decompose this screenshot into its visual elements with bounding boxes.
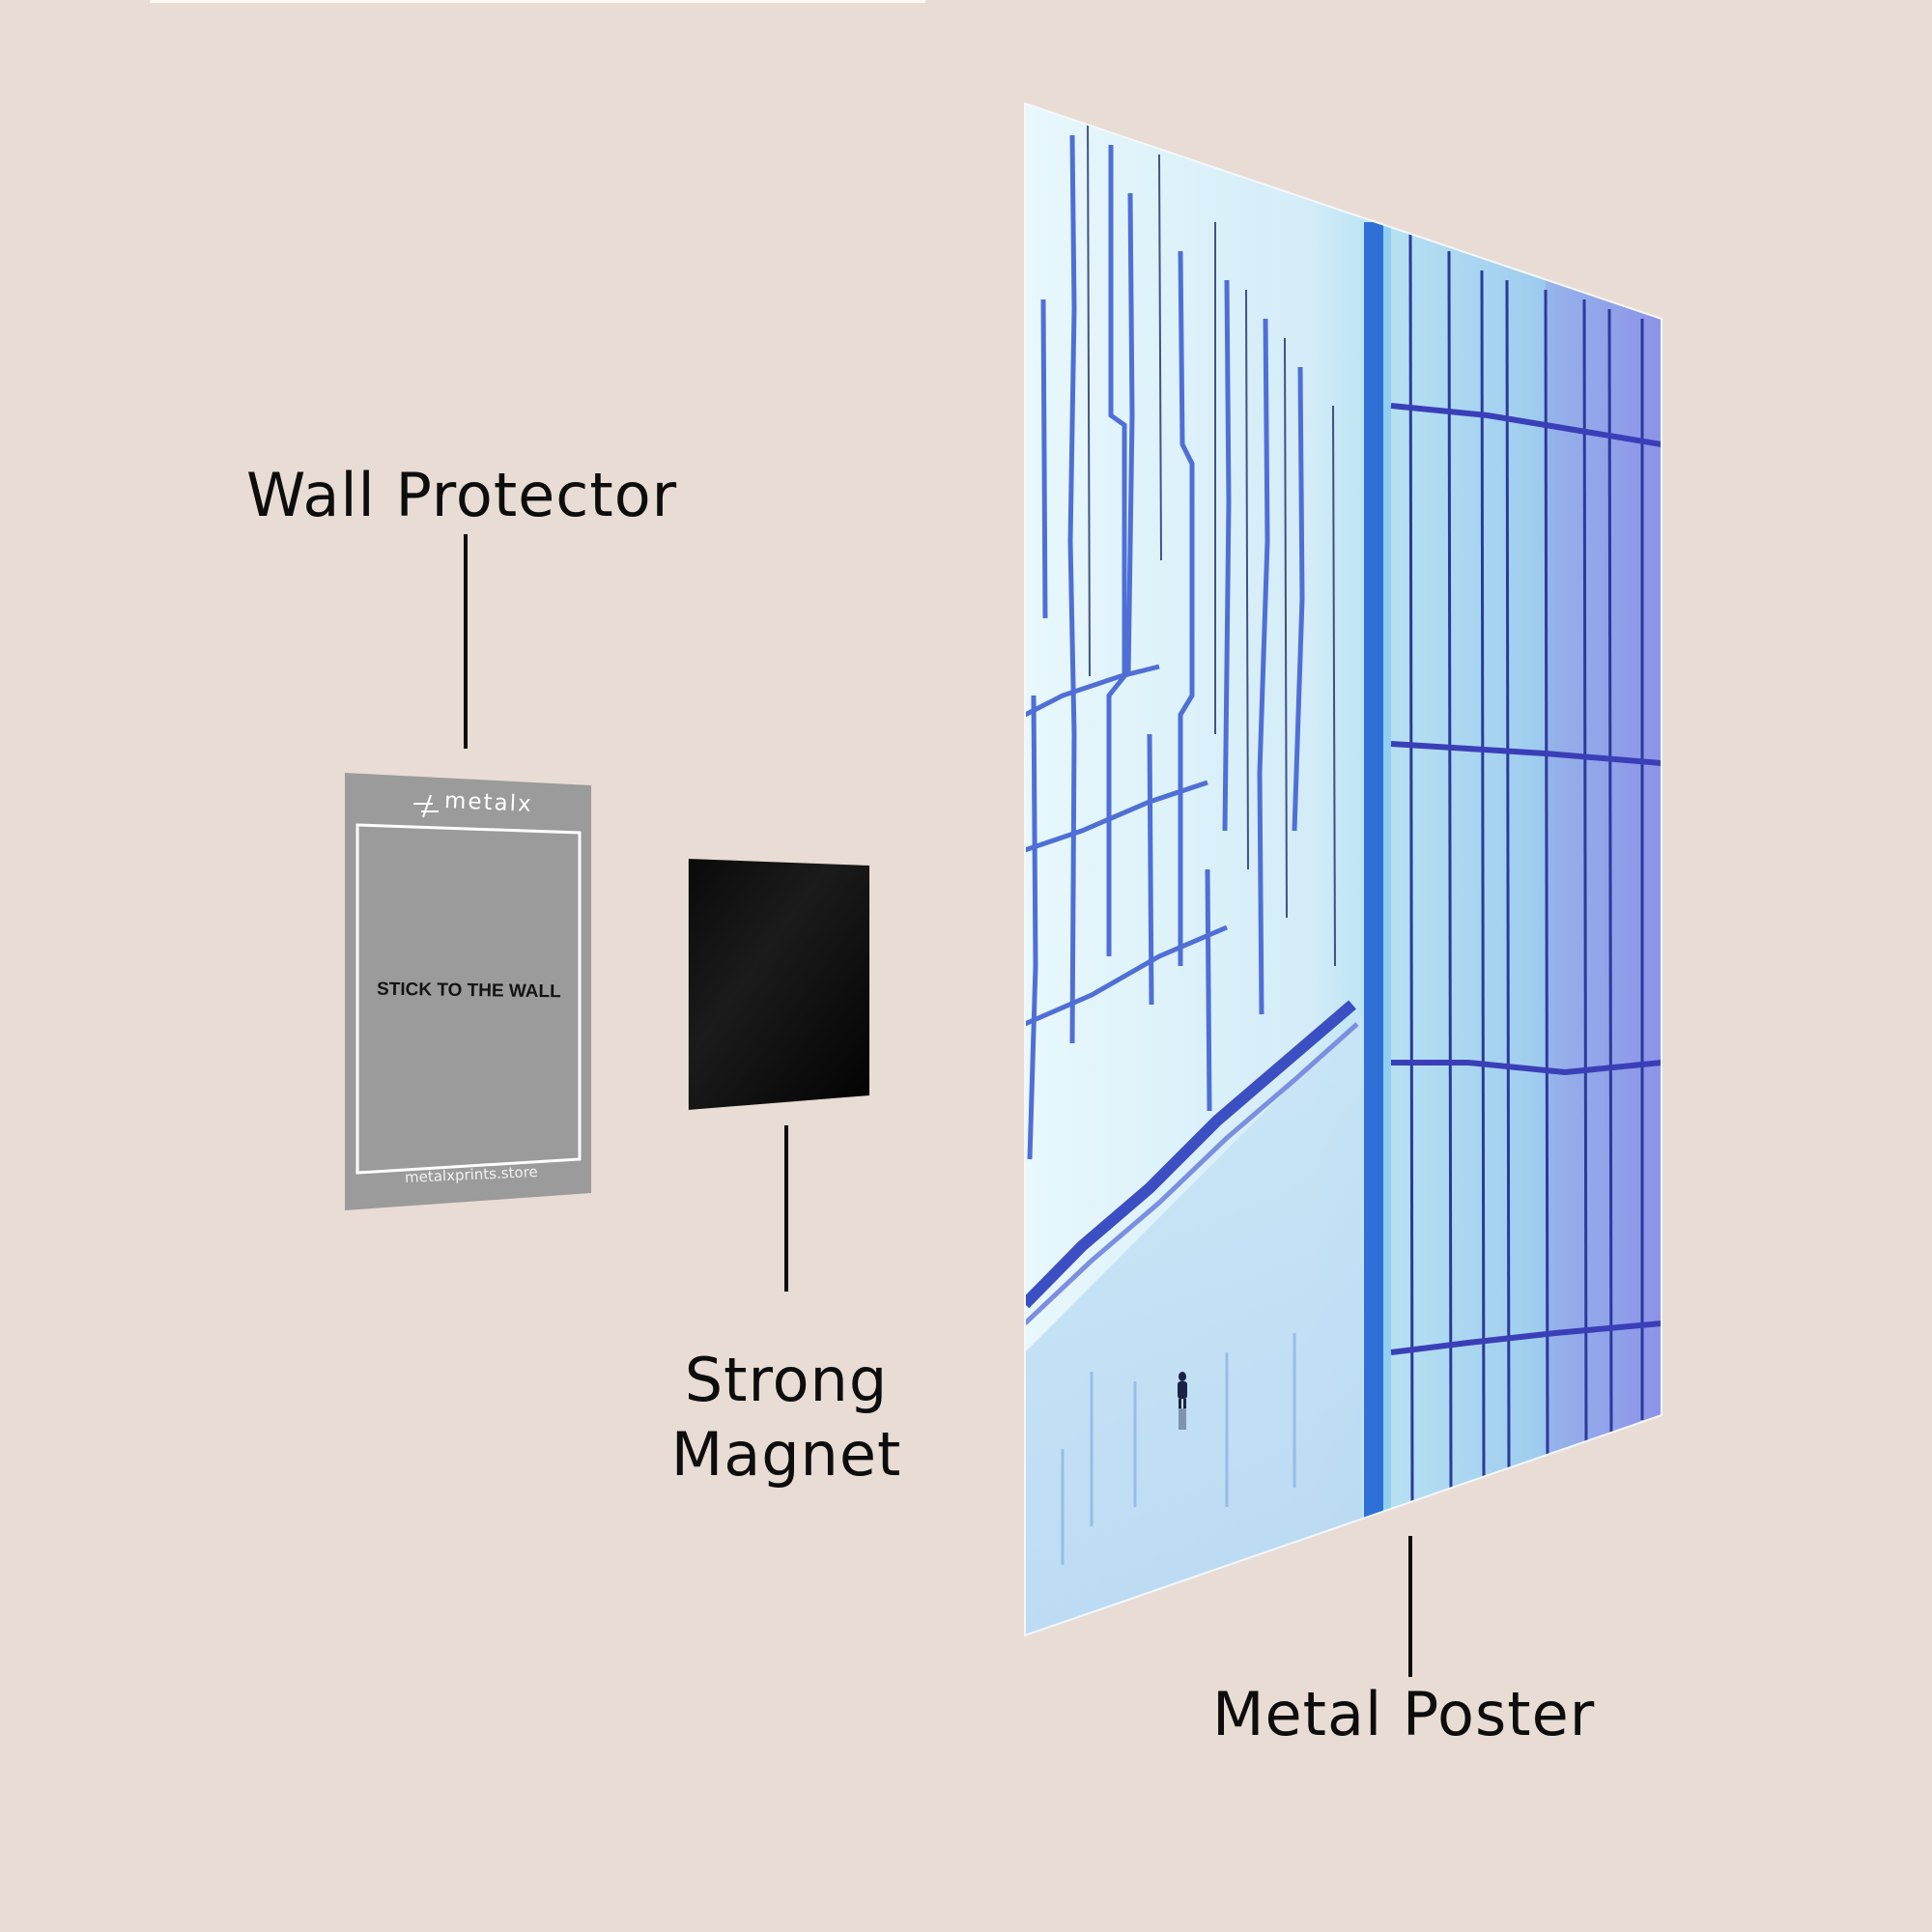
metal-poster bbox=[1024, 101, 1662, 1637]
wall-protector bbox=[345, 773, 591, 1210]
strong-magnet bbox=[687, 859, 869, 1110]
top-edge-strip bbox=[150, 0, 925, 3]
protector-center-text: STICK TO THE WALL bbox=[376, 979, 561, 1003]
label-metal-poster: Metal Poster bbox=[1212, 1679, 1596, 1749]
label-strong-magnet-line1: Strong bbox=[684, 1345, 889, 1415]
label-wall-protector: Wall Protector bbox=[246, 460, 678, 530]
leader-line-metal-poster bbox=[1408, 1536, 1412, 1677]
leader-line-strong-magnet bbox=[784, 1125, 788, 1292]
protector-brand-text: metalx bbox=[443, 788, 534, 817]
label-strong-magnet-line2: Magnet bbox=[670, 1419, 902, 1490]
person-figure bbox=[1178, 1372, 1187, 1430]
metalx-logo-icon bbox=[413, 794, 439, 818]
leader-line-wall-protector bbox=[464, 534, 468, 749]
